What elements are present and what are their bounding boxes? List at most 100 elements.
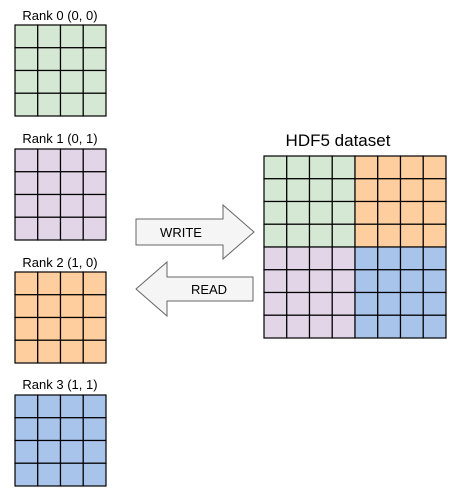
rank-2-cell [37, 294, 62, 319]
rank-0-cell [59, 47, 84, 72]
dataset-cell [331, 269, 356, 294]
rank-2-cell [82, 271, 107, 296]
dataset-cell [399, 291, 424, 316]
rank-3-cell [82, 439, 107, 464]
rank-2-cell [37, 339, 62, 364]
dataset-cell [331, 155, 356, 180]
write-arrow-shape [135, 203, 255, 261]
rank-3-cell [59, 417, 84, 442]
rank-2-cell [59, 294, 84, 319]
dataset-cell [308, 178, 333, 203]
rank-1-cell [37, 171, 62, 196]
rank-0-cell [59, 24, 84, 49]
rank-3-cell [82, 417, 107, 442]
rank-3-cell [37, 394, 62, 419]
rank-2-cell [14, 271, 39, 296]
rank-3-cell [37, 439, 62, 464]
dataset-cell [377, 223, 402, 248]
dataset-cell [377, 314, 402, 339]
rank-1-cell [14, 193, 39, 218]
dataset-cell [399, 200, 424, 225]
dataset-cell [286, 178, 311, 203]
dataset-cell [331, 291, 356, 316]
rank-3-cell [82, 394, 107, 419]
dataset-cell [286, 269, 311, 294]
rank-2-cell [37, 271, 62, 296]
rank-1-cell [37, 193, 62, 218]
dataset-cell [286, 155, 311, 180]
dataset-cell [354, 155, 379, 180]
dataset-cell [354, 178, 379, 203]
dataset-cell [308, 200, 333, 225]
dataset-cell [354, 200, 379, 225]
rank-1-grid [14, 148, 107, 241]
dataset-cell [422, 155, 447, 180]
rank-3-cell [59, 394, 84, 419]
write-arrow: WRITE [135, 203, 255, 261]
rank-0-cell [37, 92, 62, 117]
dataset-cell [422, 314, 447, 339]
rank-3-cell [82, 462, 107, 487]
rank-3-cell [37, 462, 62, 487]
rank-0-label: Rank 0 (0, 0) [22, 8, 97, 23]
dataset-cell [377, 155, 402, 180]
hdf5-dataset-grid [263, 155, 447, 339]
dataset-cell [308, 291, 333, 316]
rank-0-cell [37, 69, 62, 94]
dataset-cell [263, 269, 288, 294]
dataset-cell [286, 291, 311, 316]
dataset-cell [399, 246, 424, 271]
dataset-cell [377, 291, 402, 316]
dataset-title: HDF5 dataset [286, 131, 391, 150]
dataset-cell [354, 269, 379, 294]
dataset-cell [422, 223, 447, 248]
dataset-cell [263, 178, 288, 203]
rank-0-cell [14, 24, 39, 49]
dataset-cell [377, 246, 402, 271]
rank-1-cell [37, 216, 62, 241]
rank-2-cell [59, 339, 84, 364]
rank-3-label: Rank 3 (1, 1) [22, 377, 97, 392]
rank-2-cell [59, 271, 84, 296]
rank-0-cell [14, 47, 39, 72]
rank-3-cell [14, 462, 39, 487]
rank-0-grid [14, 24, 107, 117]
rank-0-cell [59, 92, 84, 117]
dataset-cell [331, 200, 356, 225]
dataset-cell [331, 178, 356, 203]
read-arrow-shape [135, 260, 254, 318]
dataset-cell [263, 223, 288, 248]
rank-0-cell [37, 47, 62, 72]
dataset-cell [354, 291, 379, 316]
dataset-cell [354, 246, 379, 271]
rank-3-grid [14, 394, 107, 487]
rank-0-cell [37, 24, 62, 49]
dataset-cell [422, 269, 447, 294]
rank-3-cell [59, 462, 84, 487]
dataset-cell [354, 314, 379, 339]
rank-3-cell [14, 439, 39, 464]
rank-1-cell [37, 148, 62, 173]
dataset-cell [399, 178, 424, 203]
rank-1-cell [14, 216, 39, 241]
rank-0-cell [59, 69, 84, 94]
dataset-cell [422, 178, 447, 203]
rank-0-cell [82, 69, 107, 94]
rank-2-cell [59, 316, 84, 341]
dataset-cell [399, 314, 424, 339]
dataset-cell [422, 200, 447, 225]
dataset-cell [377, 269, 402, 294]
dataset-cell [263, 246, 288, 271]
dataset-cell [308, 314, 333, 339]
dataset-cell [308, 269, 333, 294]
dataset-cell [263, 291, 288, 316]
rank-3-cell [14, 394, 39, 419]
read-label: READ [191, 282, 227, 297]
dataset-cell [263, 155, 288, 180]
rank-0-cell [82, 92, 107, 117]
dataset-cell [263, 314, 288, 339]
dataset-cell [377, 200, 402, 225]
rank-2-cell [37, 316, 62, 341]
rank-1-cell [59, 148, 84, 173]
write-label: WRITE [160, 225, 202, 240]
